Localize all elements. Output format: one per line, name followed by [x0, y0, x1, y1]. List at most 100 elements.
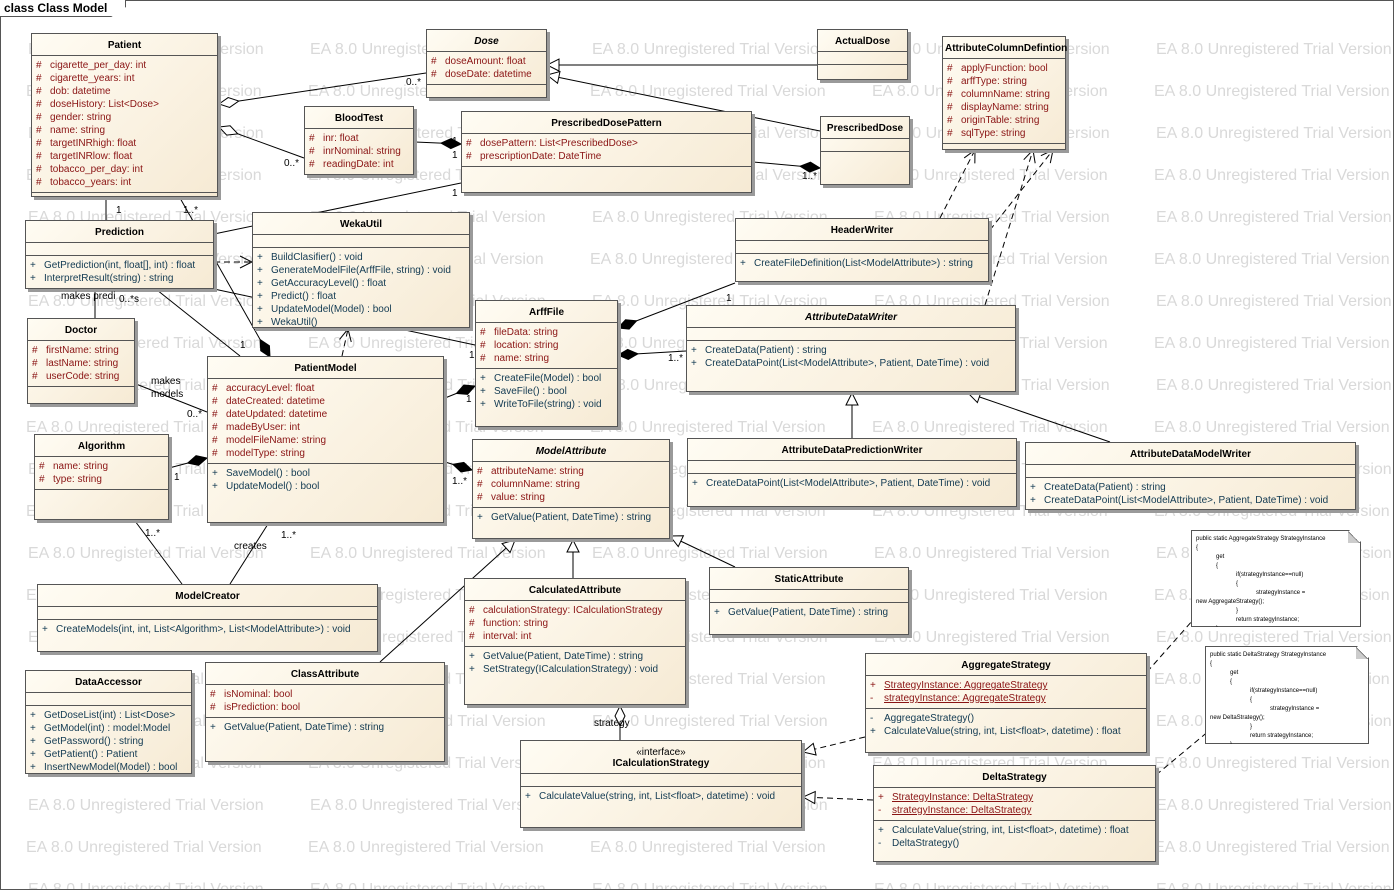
class-operation[interactable]: +SaveFile() : bool [480, 385, 613, 398]
class-operation[interactable]: +GetValue(Patient, DateTime) : string [210, 721, 440, 734]
class-attribute[interactable]: #inr: float [309, 132, 409, 145]
class-attribute[interactable]: #cigarette_years: int [36, 72, 213, 85]
class-attribute[interactable]: #name: string [480, 352, 613, 365]
note-aggregate-strategy-instance[interactable]: public static AggregateStrategy Strategy… [1191, 530, 1361, 627]
class-operation[interactable]: +CreateData(Patient) : string [691, 344, 1011, 357]
class-attribute[interactable]: #name: string [36, 124, 213, 137]
class-operation[interactable]: +UpdateModel(Model) : bool [257, 303, 465, 316]
class-attribute-data-model-writer[interactable]: AttributeDataModelWriter+CreateData(Pati… [1025, 442, 1356, 510]
class-attribute[interactable]: #accuracyLevel: float [212, 382, 439, 395]
class-attribute[interactable]: #type: string [39, 473, 164, 486]
class-operation[interactable]: +GetValue(Patient, DateTime) : string [714, 606, 904, 619]
class-attribute[interactable]: #inrNominal: string [309, 145, 409, 158]
class-attribute[interactable]: #calculationStrategy: ICalculationStrate… [469, 604, 681, 617]
class-prescribed-dose[interactable]: PrescribedDose [820, 116, 910, 185]
class-operation[interactable]: +CreateModels(int, int, List<Algorithm>,… [42, 623, 373, 636]
class-attribute[interactable]: #prescriptionDate: DateTime [466, 150, 747, 163]
class-dose[interactable]: Dose#doseAmount: float#doseDate: datetim… [426, 29, 547, 98]
class-attribute-data-writer[interactable]: AttributeDataWriter+CreateData(Patient) … [686, 305, 1016, 392]
class-attribute[interactable]: #doseDate: datetime [431, 68, 542, 81]
class-prescribed-dose-pattern[interactable]: PrescribedDosePattern#dosePattern: List<… [461, 111, 752, 193]
class-attribute[interactable]: #dosePattern: List<PrescribedDose> [466, 137, 747, 150]
class-attribute[interactable]: #value: string [477, 491, 665, 504]
class-operation[interactable]: +GetDoseList(int) : List<Dose> [30, 709, 187, 722]
class-actual-dose[interactable]: ActualDose [817, 29, 908, 80]
class-attribute[interactable]: #originTable: string [947, 114, 1061, 127]
class-blood-test[interactable]: BloodTest#inr: float#inrNominal: string#… [304, 106, 414, 175]
class-operation[interactable]: -AggregateStrategy() [870, 712, 1142, 725]
class-calculated-attribute[interactable]: CalculatedAttribute#calculationStrategy:… [464, 578, 686, 705]
class-operation[interactable]: +CreateDataPoint(List<ModelAttribute>, P… [691, 357, 1011, 370]
class-operation[interactable]: +InterpretResult(string) : string [30, 272, 209, 285]
class-attribute[interactable]: -strategyInstance: DeltaStrategy [878, 804, 1151, 817]
class-attribute[interactable]: #tobacco_years: int [36, 176, 213, 189]
class-operation[interactable]: +GenerateModelFile(ArffFile, string) : v… [257, 264, 465, 277]
class-attribute[interactable]: #lastName: string [32, 357, 130, 370]
class-operation[interactable]: +GetValue(Patient, DateTime) : string [469, 650, 681, 663]
class-attribute[interactable]: #doseAmount: float [431, 55, 542, 68]
class-attribute[interactable]: #dob: datetime [36, 85, 213, 98]
class-operation[interactable]: +GetPrediction(int, float[], int) : floa… [30, 259, 209, 272]
class-attribute[interactable]: #columnName: string [947, 88, 1061, 101]
class-attribute[interactable]: #dateUpdated: datetime [212, 408, 439, 421]
class-attribute[interactable]: #madeByUser: int [212, 421, 439, 434]
class-attribute[interactable]: +StrategyInstance: AggregateStrategy [870, 679, 1142, 692]
class-operation[interactable]: -DeltaStrategy() [878, 837, 1151, 850]
class-header-writer[interactable]: HeaderWriter+CreateFileDefinition(List<M… [735, 218, 989, 282]
class-operation[interactable]: +BuildClasifier() : void [257, 251, 465, 264]
class-attribute[interactable]: #targetINRhigh: float [36, 137, 213, 150]
class-attribute-data-prediction-writer[interactable]: AttributeDataPredictionWriter+CreateData… [687, 438, 1017, 507]
class-aggregate-strategy[interactable]: AggregateStrategy+StrategyInstance: Aggr… [865, 653, 1147, 753]
class-data-accessor[interactable]: DataAccessor+GetDoseList(int) : List<Dos… [25, 670, 192, 774]
class-operation[interactable]: +GetPassword() : string [30, 735, 187, 748]
class-attribute[interactable]: #gender: string [36, 111, 213, 124]
class-attribute[interactable]: -strategyInstance: AggregateStrategy [870, 692, 1142, 705]
class-attribute[interactable]: #userCode: string [32, 370, 130, 383]
class-operation[interactable]: +GetModel(int) : model:Model [30, 722, 187, 735]
class-attribute[interactable]: #displayName: string [947, 101, 1061, 114]
class-operation[interactable]: +CalculateValue(string, int, List<float>… [878, 824, 1151, 837]
class-attribute[interactable]: #sqlType: string [947, 127, 1061, 140]
class-attribute[interactable]: #modelFileName: string [212, 434, 439, 447]
class-attribute[interactable]: #isPrediction: bool [210, 701, 440, 714]
class-static-attribute[interactable]: StaticAttribute+GetValue(Patient, DateTi… [709, 567, 909, 635]
class-attribute[interactable]: #function: string [469, 617, 681, 630]
class-class-attribute[interactable]: ClassAttribute#isNominal: bool#isPredict… [205, 662, 445, 762]
class-operation[interactable]: +GetAccuracyLevel() : float [257, 277, 465, 290]
class-operation[interactable]: +CreateFile(Model) : bool [480, 372, 613, 385]
class-operation[interactable]: +CreateData(Patient) : string [1030, 481, 1351, 494]
class-algorithm[interactable]: Algorithm#name: string#type: string [34, 434, 169, 520]
class-attribute[interactable]: #doseHistory: List<Dose> [36, 98, 213, 111]
class-icalculation-strategy[interactable]: «interface»ICalculationStrategy+Calculat… [520, 740, 802, 828]
class-operation[interactable]: +WriteToFile(string) : void [480, 398, 613, 411]
class-model-creator[interactable]: ModelCreator+CreateModels(int, int, List… [37, 584, 378, 652]
class-delta-strategy[interactable]: DeltaStrategy+StrategyInstance: DeltaStr… [873, 765, 1156, 862]
class-attribute[interactable]: #tobacco_per_day: int [36, 163, 213, 176]
class-operation[interactable]: +CreateDataPoint(List<ModelAttribute>, P… [692, 477, 1012, 490]
class-model-attribute[interactable]: ModelAttribute#attributeName: string#col… [472, 439, 670, 539]
class-attribute-column-definition[interactable]: AttributeColumnDefintion#applyFunction: … [942, 36, 1067, 150]
class-prediction[interactable]: Prediction+GetPrediction(int, float[], i… [25, 220, 214, 289]
class-operation[interactable]: +CalculateValue(string, int, List<float>… [525, 790, 797, 803]
class-operation[interactable]: +WekaUtil() [257, 316, 465, 329]
class-attribute[interactable]: #columnName: string [477, 478, 665, 491]
class-operation[interactable]: +CalculateValue(string, int, List<float>… [870, 725, 1142, 738]
class-attribute[interactable]: #cigarette_per_day: int [36, 59, 213, 72]
class-patient-model[interactable]: PatientModel#accuracyLevel: float#dateCr… [207, 356, 444, 523]
class-attribute[interactable]: #firstName: string [32, 344, 130, 357]
class-operation[interactable]: +CreateDataPoint(List<ModelAttribute>, P… [1030, 494, 1351, 507]
class-attribute[interactable]: #targetINRlow: float [36, 150, 213, 163]
class-weka-util[interactable]: WekaUtil+BuildClasifier() : void+Generat… [252, 212, 470, 328]
class-operation[interactable]: +Predict() : float [257, 290, 465, 303]
class-operation[interactable]: +UpdateModel() : bool [212, 480, 439, 493]
class-operation[interactable]: +GetValue(Patient, DateTime) : string [477, 511, 665, 524]
class-operation[interactable]: +SaveModel() : bool [212, 467, 439, 480]
class-attribute[interactable]: #dateCreated: datetime [212, 395, 439, 408]
class-attribute[interactable]: #readingDate: int [309, 158, 409, 171]
class-operation[interactable]: +InsertNewModel(Model) : bool [30, 761, 187, 774]
class-attribute[interactable]: #interval: int [469, 630, 681, 643]
class-operation[interactable]: +GetPatient() : Patient [30, 748, 187, 761]
class-arff-file[interactable]: ArffFile#fileData: string#location: stri… [475, 300, 618, 427]
class-operation[interactable]: +CreateFileDefinition(List<ModelAttribut… [740, 257, 984, 270]
class-attribute[interactable]: #applyFunction: bool [947, 62, 1061, 75]
